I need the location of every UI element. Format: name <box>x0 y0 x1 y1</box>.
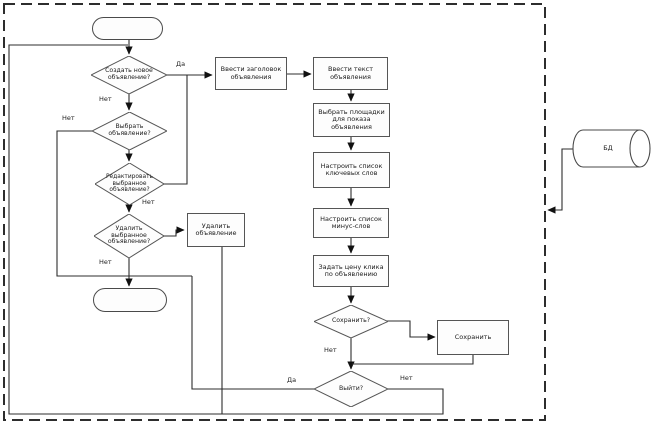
process-keywords: Настроить список ключевых слов <box>313 152 390 188</box>
decision-create-ad-label: Создать новое объявление? <box>105 67 153 81</box>
end-terminator <box>93 288 167 312</box>
edge-label-select-no: Нет <box>62 114 75 122</box>
process-delete-ad-label: Удалить объявление <box>195 221 237 237</box>
connector-select-no-merge <box>56 130 192 277</box>
process-save: Сохранить <box>437 320 509 355</box>
connector-save-yes <box>387 320 436 341</box>
process-enter-text: Ввести текст объявления <box>313 57 388 90</box>
process-select-platforms: Выбрать площадки для показа объявления <box>313 103 390 137</box>
edge-label-exit-no: Нет <box>400 374 413 382</box>
process-enter-title-label: Ввести заголовок объявления <box>220 65 282 81</box>
system-boundary-dashed-border <box>3 3 546 421</box>
connector-exit-yes <box>191 276 314 390</box>
decision-delete-ad-label: Удалить выбранное объявление? <box>107 224 151 246</box>
decision-create-ad: Создать новое объявление? <box>91 56 167 94</box>
edge-label-create-no: Нет <box>99 95 112 103</box>
process-save-label: Сохранить <box>454 332 492 341</box>
edge-label-create-yes: Да <box>176 60 186 68</box>
connector-database-to-boundary <box>547 148 573 214</box>
process-select-platforms-label: Выбрать площадки для показа объявления <box>318 107 385 131</box>
decision-save-label: Сохранить? <box>331 317 371 325</box>
process-click-price-label: Задать цену клика по объявлению <box>318 262 384 278</box>
edge-label-save-no: Нет <box>324 346 337 354</box>
decision-exit: Выйти? <box>314 371 388 407</box>
decision-select-ad: Выбрать объявление? <box>92 112 167 150</box>
process-enter-title: Ввести заголовок объявления <box>215 57 287 90</box>
connector-save-action-merge <box>352 355 474 365</box>
edge-label-exit-yes: Да <box>287 376 297 384</box>
edge-label-edit-no: Нет <box>142 198 155 206</box>
decision-edit-ad: Редактировать выбранное объявление? <box>95 163 164 205</box>
connector-exit-no-loop <box>8 44 444 415</box>
decision-edit-ad-label: Редактировать выбранное объявление? <box>105 174 153 194</box>
decision-select-ad-label: Выбрать объявление? <box>108 123 151 137</box>
database-cylinder <box>572 129 651 168</box>
process-delete-ad: Удалить объявление <box>187 213 245 247</box>
process-minus-words-label: Настроить список минус-слов <box>320 214 382 230</box>
decision-exit-label: Выйти? <box>338 384 364 392</box>
edge-label-delete-no: Нет <box>99 258 112 266</box>
connector-edit-yes-feedback <box>163 75 188 185</box>
decision-save: Сохранить? <box>314 305 388 338</box>
process-keywords-label: Настроить список ключевых слов <box>320 161 383 177</box>
process-enter-text-label: Ввести текст объявления <box>327 65 373 81</box>
connector-delete-yes <box>164 226 185 237</box>
process-click-price: Задать цену клика по объявлению <box>313 255 389 287</box>
database-label: БД <box>603 144 613 152</box>
decision-delete-ad: Удалить выбранное объявление? <box>94 214 164 258</box>
process-minus-words: Настроить список минус-слов <box>313 208 389 238</box>
start-terminator <box>92 17 163 40</box>
